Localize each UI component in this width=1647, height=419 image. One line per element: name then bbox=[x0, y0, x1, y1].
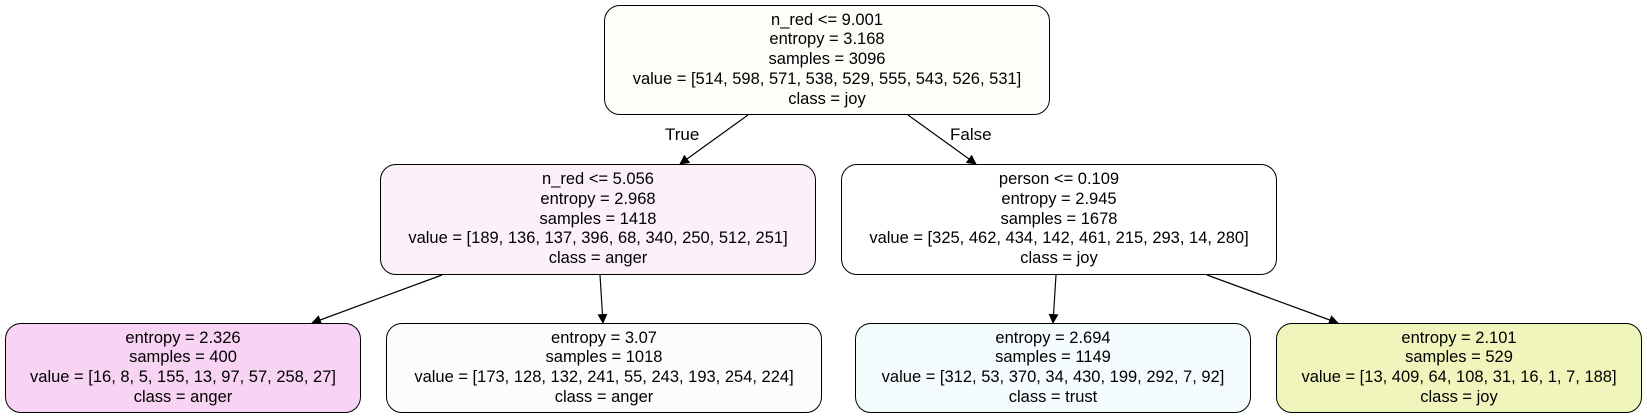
node-text-line: value = [189, 136, 137, 396, 68, 340, 25… bbox=[408, 229, 788, 248]
edge-label-true: True bbox=[665, 125, 700, 144]
node-text-line: value = [325, 462, 434, 142, 461, 215, 2… bbox=[869, 229, 1249, 248]
node-text-line: entropy = 2.968 bbox=[540, 189, 656, 208]
tree-edges bbox=[311, 114, 1339, 325]
node-text-line: entropy = 3.168 bbox=[769, 30, 885, 49]
node-text-line: entropy = 2.101 bbox=[1401, 328, 1517, 347]
node-text-line: class = joy bbox=[788, 89, 866, 108]
node-text-line: samples = 3096 bbox=[768, 50, 886, 69]
node-text-line: samples = 1418 bbox=[539, 209, 657, 228]
node-text-line: value = [13, 409, 64, 108, 31, 16, 1, 7,… bbox=[1301, 368, 1617, 386]
node-text-line: entropy = 3.07 bbox=[551, 328, 657, 347]
edge-left-to-leaf-1 bbox=[311, 274, 443, 325]
node-text-line: class = anger bbox=[554, 387, 654, 406]
node-text-line: value = [173, 128, 132, 241, 55, 243, 19… bbox=[414, 368, 794, 386]
node-text-line: n_red <= 9.001 bbox=[771, 10, 883, 29]
node-text-line: value = [312, 53, 370, 34, 430, 199, 292… bbox=[881, 368, 1225, 386]
node-text-line: entropy = 2.945 bbox=[1001, 189, 1117, 208]
node-text-line: entropy = 2.326 bbox=[125, 328, 241, 347]
node-text-line: samples = 1018 bbox=[545, 348, 663, 367]
edge-root-to-right bbox=[907, 114, 977, 165]
edge-right-to-leaf-3 bbox=[1048, 274, 1059, 324]
node-text-line: class = joy bbox=[1020, 249, 1098, 268]
edge-root-to-left bbox=[679, 114, 749, 165]
node-text-line: samples = 1678 bbox=[1000, 209, 1118, 228]
node-text-line: value = [16, 8, 5, 155, 13, 97, 57, 258,… bbox=[30, 368, 336, 386]
node-text-line: class = anger bbox=[133, 387, 233, 406]
node-text-line: class = joy bbox=[1420, 387, 1498, 406]
edge-left-to-leaf-2 bbox=[597, 274, 608, 324]
edge-right-to-leaf-4 bbox=[1206, 274, 1339, 325]
node-text-line: entropy = 2.694 bbox=[995, 328, 1111, 347]
node-text-line: n_red <= 5.056 bbox=[542, 170, 654, 189]
node-text-line: samples = 529 bbox=[1405, 348, 1513, 367]
node-text-line: class = trust bbox=[1008, 387, 1098, 406]
node-text-line: person <= 0.109 bbox=[998, 170, 1120, 189]
edge-label-false: False bbox=[950, 125, 992, 144]
node-text-line: value = [514, 598, 571, 538, 529, 555, 5… bbox=[632, 69, 1022, 88]
node-text-line: class = anger bbox=[548, 249, 648, 268]
node-text-line: samples = 1149 bbox=[995, 348, 1111, 367]
node-text-line: samples = 400 bbox=[129, 348, 237, 367]
